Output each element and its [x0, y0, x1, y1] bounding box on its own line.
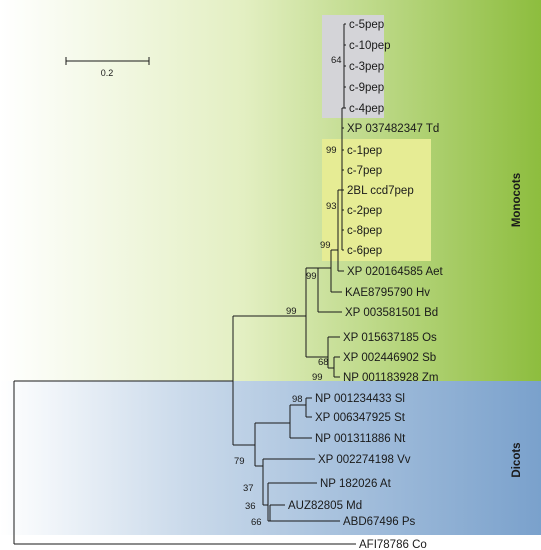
bootstrap-99-c1: 99	[326, 145, 337, 156]
leaf-vv: XP 002274198 Vv	[318, 454, 411, 466]
bootstrap-79: 79	[234, 456, 245, 467]
bootstrap-99-zm: 99	[312, 372, 323, 383]
bootstrap-93: 93	[326, 201, 337, 212]
c-peptide-grey-box	[322, 15, 384, 118]
leaf-c-10pep: c-10pep	[349, 40, 391, 52]
dicots-label: Dicots	[511, 442, 523, 477]
leaf-st: XP 006347925 St	[315, 412, 406, 424]
leaf-2bl-ccd7pep: 2BL ccd7pep	[347, 185, 414, 197]
scale-bar	[65, 57, 150, 65]
bootstrap-99-mono: 99	[286, 306, 297, 317]
bootstrap-values: 64 99 93 99 99 99 68 99 98 79 37 36 66	[234, 55, 342, 528]
bootstrap-64: 64	[331, 55, 342, 66]
leaf-md: AUZ82805 Md	[288, 500, 362, 512]
leaf-aet: XP 020164585 Aet	[347, 266, 444, 278]
bootstrap-36: 36	[245, 501, 256, 512]
leaf-labels: c-5pep c-10pep c-3pep c-9pep c-4pep XP 0…	[288, 19, 444, 550]
leaf-c-6pep: c-6pep	[347, 245, 382, 257]
leaf-zm: NP 001183928 Zm	[343, 372, 438, 384]
leaf-c-2pep: c-2pep	[347, 205, 382, 217]
leaf-hv: KAE8795790 Hv	[345, 287, 430, 299]
leaf-sb: XP 002446902 Sb	[343, 352, 436, 364]
leaf-c-4pep: c-4pep	[349, 103, 384, 115]
tree-branches	[13, 23, 356, 545]
leaf-bd: XP 003581501 Bd	[345, 307, 438, 319]
scale-bar-label: 0.2	[101, 68, 114, 78]
leaf-c-9pep: c-9pep	[349, 82, 384, 94]
leaf-c-1pep: c-1pep	[347, 145, 382, 157]
monocots-panel	[0, 0, 541, 381]
bootstrap-68: 68	[318, 357, 329, 368]
leaf-sl: NP 001234433 Sl	[315, 393, 405, 405]
leaf-at: NP 182026 At	[320, 478, 392, 490]
monocots-label: Monocots	[511, 173, 523, 227]
leaf-os: XP 015637185 Os	[343, 332, 437, 344]
bootstrap-98: 98	[292, 394, 303, 405]
bootstrap-66: 66	[251, 517, 262, 528]
bootstrap-37: 37	[243, 483, 254, 494]
leaf-c-7pep: c-7pep	[347, 165, 382, 177]
bootstrap-99-aet: 99	[320, 240, 331, 251]
bootstrap-99-hv: 99	[306, 271, 317, 282]
leaf-nt: NP 001311886 Nt	[315, 433, 406, 445]
leaf-c-8pep: c-8pep	[347, 225, 382, 237]
leaf-td: XP 037482347 Td	[347, 123, 439, 135]
leaf-ps: ABD67496 Ps	[343, 516, 415, 528]
c-peptide-yellow-box	[322, 139, 431, 261]
leaf-c-5pep: c-5pep	[349, 19, 384, 31]
leaf-c-3pep: c-3pep	[349, 61, 384, 73]
leaf-co: AFI78786 Co	[359, 539, 427, 550]
